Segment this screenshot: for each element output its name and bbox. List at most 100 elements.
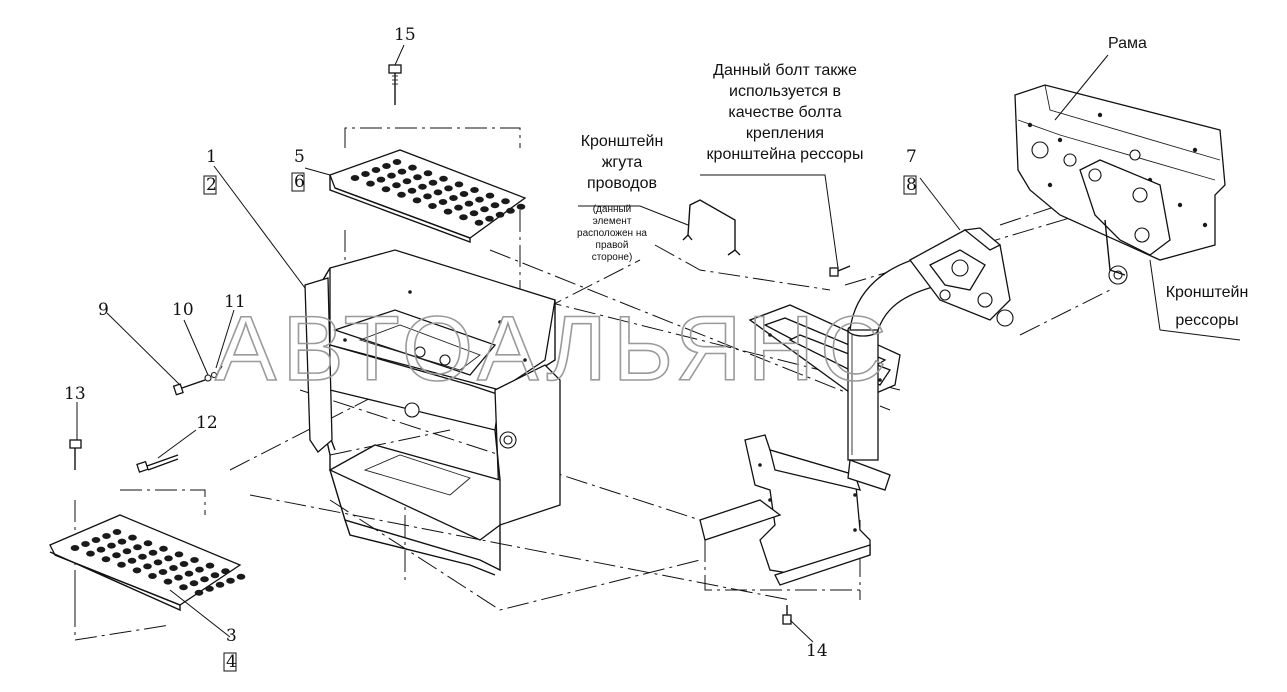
perforation-hole bbox=[350, 175, 360, 181]
perforation-hole bbox=[143, 563, 152, 570]
step-housing bbox=[304, 249, 561, 576]
perforation-hole bbox=[127, 557, 137, 564]
perforation-hole bbox=[413, 174, 422, 181]
callout-6: 6 bbox=[294, 172, 305, 192]
perforation-hole bbox=[459, 191, 469, 197]
perforation-hole bbox=[133, 544, 142, 551]
harness-note-line-3: расположен на bbox=[577, 228, 647, 239]
perforation-hole bbox=[143, 540, 153, 547]
perforation-hole bbox=[159, 545, 168, 552]
callout-3: 3 bbox=[226, 626, 237, 646]
perforation-hole bbox=[443, 208, 453, 215]
spring-bracket-label: Кронштейн рессоры bbox=[1166, 284, 1249, 329]
perforation-hole bbox=[397, 191, 406, 198]
perforation-hole bbox=[412, 197, 422, 204]
small-bolt-note bbox=[829, 265, 851, 277]
harness-note: (данный элемент расположен на правой сто… bbox=[577, 204, 647, 263]
perforation-hole bbox=[215, 581, 225, 588]
frame-rail bbox=[1014, 84, 1226, 285]
perforation-hole bbox=[480, 206, 489, 213]
perforation-hole bbox=[433, 189, 443, 196]
perforation-hole bbox=[449, 195, 458, 201]
callout-6-box bbox=[291, 172, 305, 192]
callout-2-box bbox=[203, 175, 217, 195]
perforation-hole bbox=[194, 589, 204, 596]
harness-label-line-2: жгута bbox=[602, 154, 643, 171]
perforation-hole bbox=[107, 542, 116, 549]
spring-label-line-2: рессоры bbox=[1175, 312, 1238, 329]
perforation-hole bbox=[474, 219, 484, 226]
callout-4-box bbox=[223, 652, 237, 672]
perforation-hole bbox=[366, 180, 375, 187]
callout-10: 10 bbox=[172, 300, 194, 320]
bolt-note-line-1: Данный болт также bbox=[713, 62, 857, 79]
step-plate-upper-holes bbox=[350, 159, 526, 226]
perforation-hole bbox=[371, 167, 381, 173]
bolt-14 bbox=[782, 605, 792, 625]
perforation-hole bbox=[444, 185, 453, 192]
perforation-hole bbox=[148, 573, 157, 579]
perforation-hole bbox=[392, 159, 402, 165]
perforation-hole bbox=[86, 550, 95, 557]
bolt-note-line-4: крепления bbox=[746, 125, 824, 142]
callout-9: 9 bbox=[98, 300, 109, 320]
step-support-bracket bbox=[699, 227, 1014, 586]
bolt-note-line-2: используется в bbox=[729, 83, 841, 100]
perforation-hole bbox=[81, 541, 90, 547]
harness-label-line-3: проводов bbox=[587, 175, 657, 192]
perforation-hole bbox=[361, 171, 370, 177]
perforation-hole bbox=[397, 168, 407, 175]
callout-2: 2 bbox=[206, 175, 217, 195]
perforation-hole bbox=[153, 559, 163, 566]
bolt-13 bbox=[69, 439, 82, 470]
perforation-hole bbox=[91, 537, 101, 543]
perforation-hole bbox=[423, 193, 432, 200]
bolt-9-washers bbox=[172, 365, 223, 396]
bolt-12 bbox=[136, 454, 179, 473]
callout-11: 11 bbox=[224, 292, 246, 312]
callout-8: 8 bbox=[906, 175, 917, 195]
perforation-hole bbox=[179, 561, 189, 567]
leader-lines bbox=[76, 44, 1241, 643]
perforation-hole bbox=[407, 187, 417, 194]
perforation-hole bbox=[195, 566, 204, 573]
perforation-hole bbox=[205, 585, 214, 592]
perforation-hole bbox=[132, 567, 142, 574]
perforation-hole bbox=[200, 576, 209, 583]
callout-4: 4 bbox=[226, 652, 237, 672]
perforation-hole bbox=[138, 553, 147, 560]
perforation-hole bbox=[408, 164, 417, 171]
step-plate-lower bbox=[49, 514, 242, 612]
bolt-note-line-3: качестве болта bbox=[728, 104, 841, 121]
perforation-hole bbox=[205, 562, 215, 569]
callout-12: 12 bbox=[196, 413, 218, 433]
perforation-hole bbox=[236, 573, 246, 580]
perforation-hole bbox=[174, 574, 183, 581]
perforation-hole bbox=[169, 565, 178, 571]
perforation-hole bbox=[423, 170, 433, 177]
frame-label: Рама bbox=[1108, 35, 1147, 52]
perforation-hole bbox=[210, 572, 220, 579]
callout-14: 14 bbox=[806, 641, 828, 661]
callout-numbers: 1 2 5 6 9 10 11 13 12 3 4 15 14 7 8 bbox=[64, 25, 917, 672]
perforation-hole bbox=[128, 534, 137, 541]
bolt-15 bbox=[388, 64, 402, 105]
step-plate-lower-holes bbox=[70, 529, 246, 596]
perforation-hole bbox=[387, 172, 396, 179]
perforation-hole bbox=[112, 552, 121, 559]
perforation-hole bbox=[190, 557, 199, 563]
perforation-hole bbox=[226, 577, 235, 584]
callout-15: 15 bbox=[394, 25, 416, 45]
perforation-hole bbox=[392, 182, 401, 189]
perforation-hole bbox=[454, 181, 464, 188]
callout-5: 5 bbox=[294, 147, 305, 167]
bolt-note: Данный болт также используется в качеств… bbox=[707, 62, 864, 163]
perforation-hole bbox=[102, 533, 111, 539]
harness-note-line-2: элемент bbox=[593, 216, 632, 227]
harness-label-line-1: Кронштейн bbox=[581, 133, 664, 150]
perforation-hole bbox=[164, 555, 173, 562]
perforation-hole bbox=[376, 176, 386, 183]
perforation-hole bbox=[516, 203, 526, 210]
perforation-hole bbox=[475, 196, 484, 203]
